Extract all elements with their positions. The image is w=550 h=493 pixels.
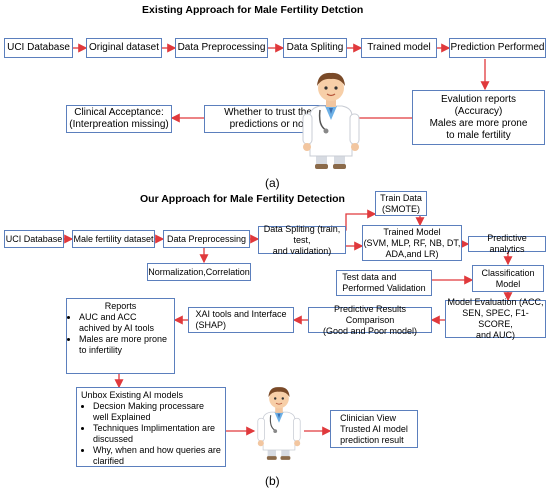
a-data-preprocessing-box: Data Preprocessing — [175, 38, 268, 58]
a-trained-model-box: Trained model — [361, 38, 437, 58]
part-a-label: (a) — [265, 176, 280, 190]
b-uci-database-box: UCI Database — [4, 230, 64, 248]
b-male-fertility-dataset-box: Male fertility dataset — [72, 230, 155, 248]
a-prediction-performed-box: Prediction Performed — [449, 38, 546, 58]
part-b-label: (b) — [265, 474, 280, 488]
part-b-title: Our Approach for Male Fertility Detectio… — [140, 193, 345, 205]
doctor-illustration-bottom — [257, 387, 301, 460]
a-evaluation-reports-box: Evalution reports(Accuracy)Males are mor… — [412, 90, 545, 145]
a-uci-database-box: UCI Database — [4, 38, 73, 58]
b-predictive-analytics-box: Predictive analytics — [468, 233, 546, 254]
b-reports-box: Reports AUC and ACC achived by AI tools … — [66, 298, 175, 374]
a-data-spliting-box: Data Spliting — [283, 38, 347, 58]
a-original-dataset-box: Original dataset — [86, 38, 162, 58]
b-data-preprocessing-box: Data Preprocessing — [163, 230, 250, 248]
part-a-title: Existing Approach for Male Fertility Det… — [142, 4, 364, 16]
b-data-spliting-box: Data Spliting (train, test,and validatio… — [258, 224, 346, 256]
a-clinical-acceptance-box: Clinical Acceptance:(Interpreation missi… — [66, 105, 172, 133]
b-normalization-correlation-box: Normalization,Correlation — [147, 263, 251, 281]
reports-title: Reports — [104, 301, 137, 311]
b-train-data-box: Train Data(SMOTE) — [375, 191, 427, 216]
unbox-title: Unbox Existing AI models — [81, 390, 184, 400]
b-model-evaluation-box: Model Evaluation (ACC,SEN, SPEC, F1-SCOR… — [445, 297, 546, 340]
b-trained-model-box: Trained Model(SVM, MLP, RF, NB, DT,ADA,a… — [362, 225, 462, 261]
b-xai-tools-box: XAI tools and Interface(SHAP) — [188, 307, 294, 333]
unbox-item: Why, when and how queries are clarified — [93, 445, 221, 467]
unbox-item: Decsion Making processare well Explained — [93, 401, 221, 423]
unbox-item: Techniques Implimentation are discussed — [93, 423, 221, 445]
b-unbox-ai-models-box: Unbox Existing AI models Decsion Making … — [76, 387, 226, 467]
reports-item: AUC and ACC achived by AI tools — [79, 312, 170, 334]
b-predictive-results-comparison-box: Predictive Results Comparison(Good and P… — [308, 304, 432, 336]
reports-item: Males are more prone to infertility — [79, 334, 170, 356]
doctor-illustration-top — [302, 72, 360, 169]
